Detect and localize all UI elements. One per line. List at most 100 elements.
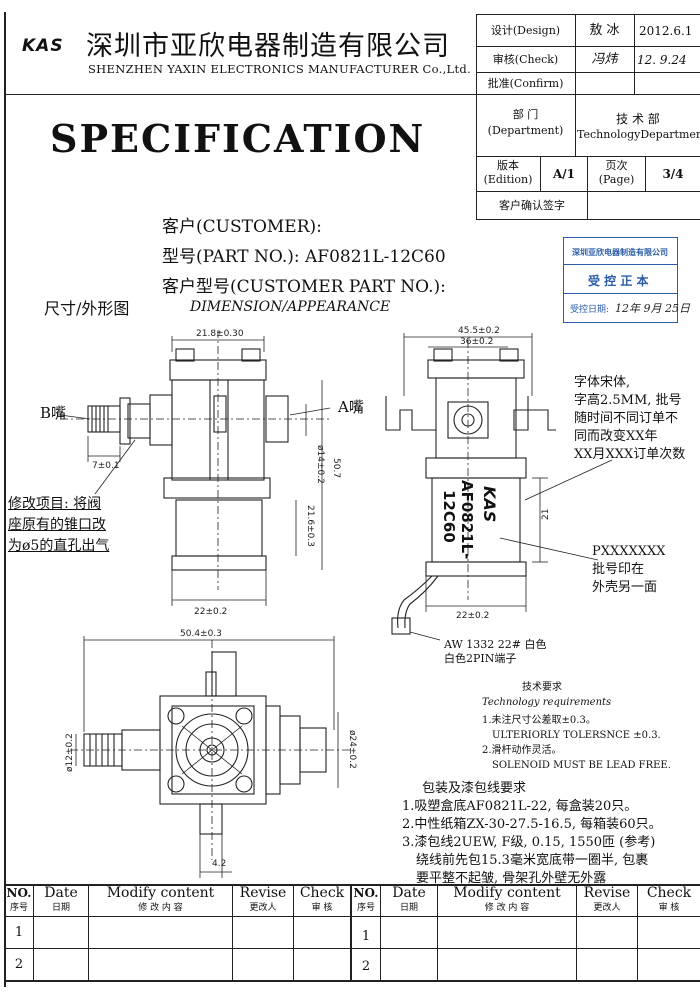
design-label: 设计(Design) [490,23,561,37]
header-revise-cn-2: 更改人 [593,903,621,913]
dim-phi12: ø12±0.2 [65,733,75,772]
design-name: 敖 冰 [589,22,620,38]
header-revise-cn: 更改人 [249,903,277,913]
wire-note: AW 1332 22# 白色 白色2PIN端子 [444,638,547,666]
dim-7: 7±0.1 [92,461,120,471]
header-modify-cn-2: 修 改 内 容 [484,903,530,913]
dim-21-8: 21.8±0.30 [196,329,244,339]
dim-45-5: 45.5±0.2 [458,326,500,336]
header-modify-2: Modify content [453,885,561,901]
check-date: 12. 9.24 [637,52,687,67]
font-note-line: 同而改变XX年 [574,429,658,444]
dim-phi24: ø24±0.2 [347,730,357,769]
batch-note-line: 外壳另一面 [592,580,658,595]
dim-50-4: 50.4±0.3 [180,629,222,639]
font-note-line: 随时间不同订单不 [574,411,679,426]
header-check-2: Check [646,885,692,901]
port-a-label: A嘴 [338,398,364,416]
check-label: 审核(Check) [492,52,559,66]
edition-label-en: (Edition) [483,173,533,186]
side-view-drawing [59,330,331,606]
front-view-drawing [385,333,613,641]
dim-21: 21 [541,509,551,520]
company-name-en: SHENZHEN YAXIN ELECTRONICS MANUFACTURER … [88,62,472,76]
dept-label-cn: 部 门 [512,108,539,121]
page-label-en: (Page) [598,173,635,186]
header-no-cn: 序号 [9,903,28,913]
dim-50-7: 50.7 [331,458,341,478]
customer-part-number: 客户型号(CUSTOMER PART NO.): [162,277,446,297]
company-name-cn: 深圳市亚欣电器制造有限公司 [86,31,450,62]
dim-phi14: ø14±0.2 [315,445,325,484]
header-revise-2: Revise [583,885,631,901]
confirm-label: 批准(Confirm) [487,76,564,90]
stamp-date-value: 12年 9月 25日 [615,302,690,315]
header-no-cn-2: 序号 [356,903,375,913]
font-note-line: XX月XXX订单次数 [574,447,686,462]
controlled-copy-stamp: 深圳亚欣电器制造有限公司 受 控 正 本 受控日期: 12年 9月 25日 [563,237,690,323]
tech-requirements: 技术要求 Technology requirements 1.未注尺寸公差取±0… [482,680,671,773]
header-modify-cn: 修 改 内 容 [138,903,183,913]
header-date-cn: 日期 [51,903,70,913]
customer-confirm-label: 客户确认签字 [499,198,565,212]
dim-21-6: 21.6±0.3 [305,505,315,547]
header-check: Check [299,885,345,901]
tech-title-en: Technology requirements [482,697,612,708]
dimension-label-cn: 尺寸/外形图 [44,299,130,318]
company-logo: KAS [22,36,64,56]
header-check-cn-2: 审 核 [658,903,680,913]
body-mark-logo: KAS [480,486,499,522]
tech-item: 1.未注尺寸公差取±0.3。 [482,715,596,726]
page-value: 3/4 [662,167,684,181]
header-date-2: Date [392,885,426,901]
frame-left [4,12,6,987]
body-mark-model: AF0821L- [458,480,476,559]
modify-note-line: 座原有的锥口改 [8,517,106,533]
packaging-item: 绕线前先包15.3毫米宽底带一圈半, 包裹 [416,853,649,868]
dept-value-cn: 技 术 部 [616,112,660,126]
stamp-company: 深圳亚欣电器制造有限公司 [572,247,668,257]
table-row-number: 2 [14,956,24,972]
stamp-text: 受 控 正 本 [588,274,649,288]
header-revise: Revise [239,885,287,901]
wire-note-line: AW 1332 22# 白色 [444,638,547,651]
dim-22-side: 22±0.2 [194,607,227,617]
wire-note-line: 白色2PIN端子 [444,652,517,665]
modify-note: 修改项目: 将阀 座原有的锥口改 为ø5的直孔出气 [8,494,109,557]
packaging-item: 要平整不起皱, 骨架孔外壁无外露 [416,871,607,886]
packaging-item: 3.漆包线2UEW, F级, 0.15, 1550匝 (参考) [402,835,656,850]
tech-item: ULTERIORLY TOLERSNCE ±0.3. [492,730,661,741]
dimension-label-en: DIMENSION/APPEARANCE [190,299,391,315]
part-number: 型号(PART NO.): AF0821L-12C60 [162,247,446,267]
edition-value: A/1 [552,167,576,181]
page-label-cn: 页次 [605,159,628,172]
packaging-title: 包装及漆包线要求 [422,781,527,796]
top-view-drawing [70,636,350,878]
modify-note-line: 为ø5的直孔出气 [8,538,110,554]
tech-item: SOLENOID MUST BE LEAD FREE. [492,760,671,771]
check-signature: 冯炜 [591,51,618,67]
font-note-line: 字高2.5MM, 批号 [574,393,682,408]
table-row-number: 1 [14,924,24,940]
header-divider [4,94,478,95]
packaging-item: 1.吸塑盒底AF0821L-22, 每盒装20只。 [402,799,638,814]
body-mark-model2: 12C60 [440,490,458,543]
modify-note-line: 修改项目: 将阀 [8,496,102,512]
page-title: SPECIFICATION [50,116,426,161]
dim-22-front: 22±0.2 [456,611,489,621]
batch-note-line: PXXXXXXX [592,544,666,559]
font-note: 字体宋体, 字高2.5MM, 批号 随时间不同订单不 同而改变XX年 XX月XX… [574,374,685,464]
port-b-label: B嘴 [40,404,67,422]
batch-note-line: 批号印在 [592,562,645,577]
dept-value-en: TechnologyDepartment [577,128,700,141]
header-modify: Modify content [106,885,215,901]
edition-label-cn: 版本 [497,159,519,172]
tech-title-cn: 技术要求 [522,682,562,693]
dim-36: 36±0.2 [460,337,493,347]
customer-label: 客户(CUSTOMER): [162,217,322,237]
table-row-number: 1 [361,928,371,944]
batch-note: PXXXXXXX 批号印在 外壳另一面 [592,543,666,597]
tech-item: 2.滑杆动作灵活。 [482,745,562,756]
packaging-item: 2.中性纸箱ZX-30-27.5-16.5, 每箱装60只。 [402,817,662,832]
